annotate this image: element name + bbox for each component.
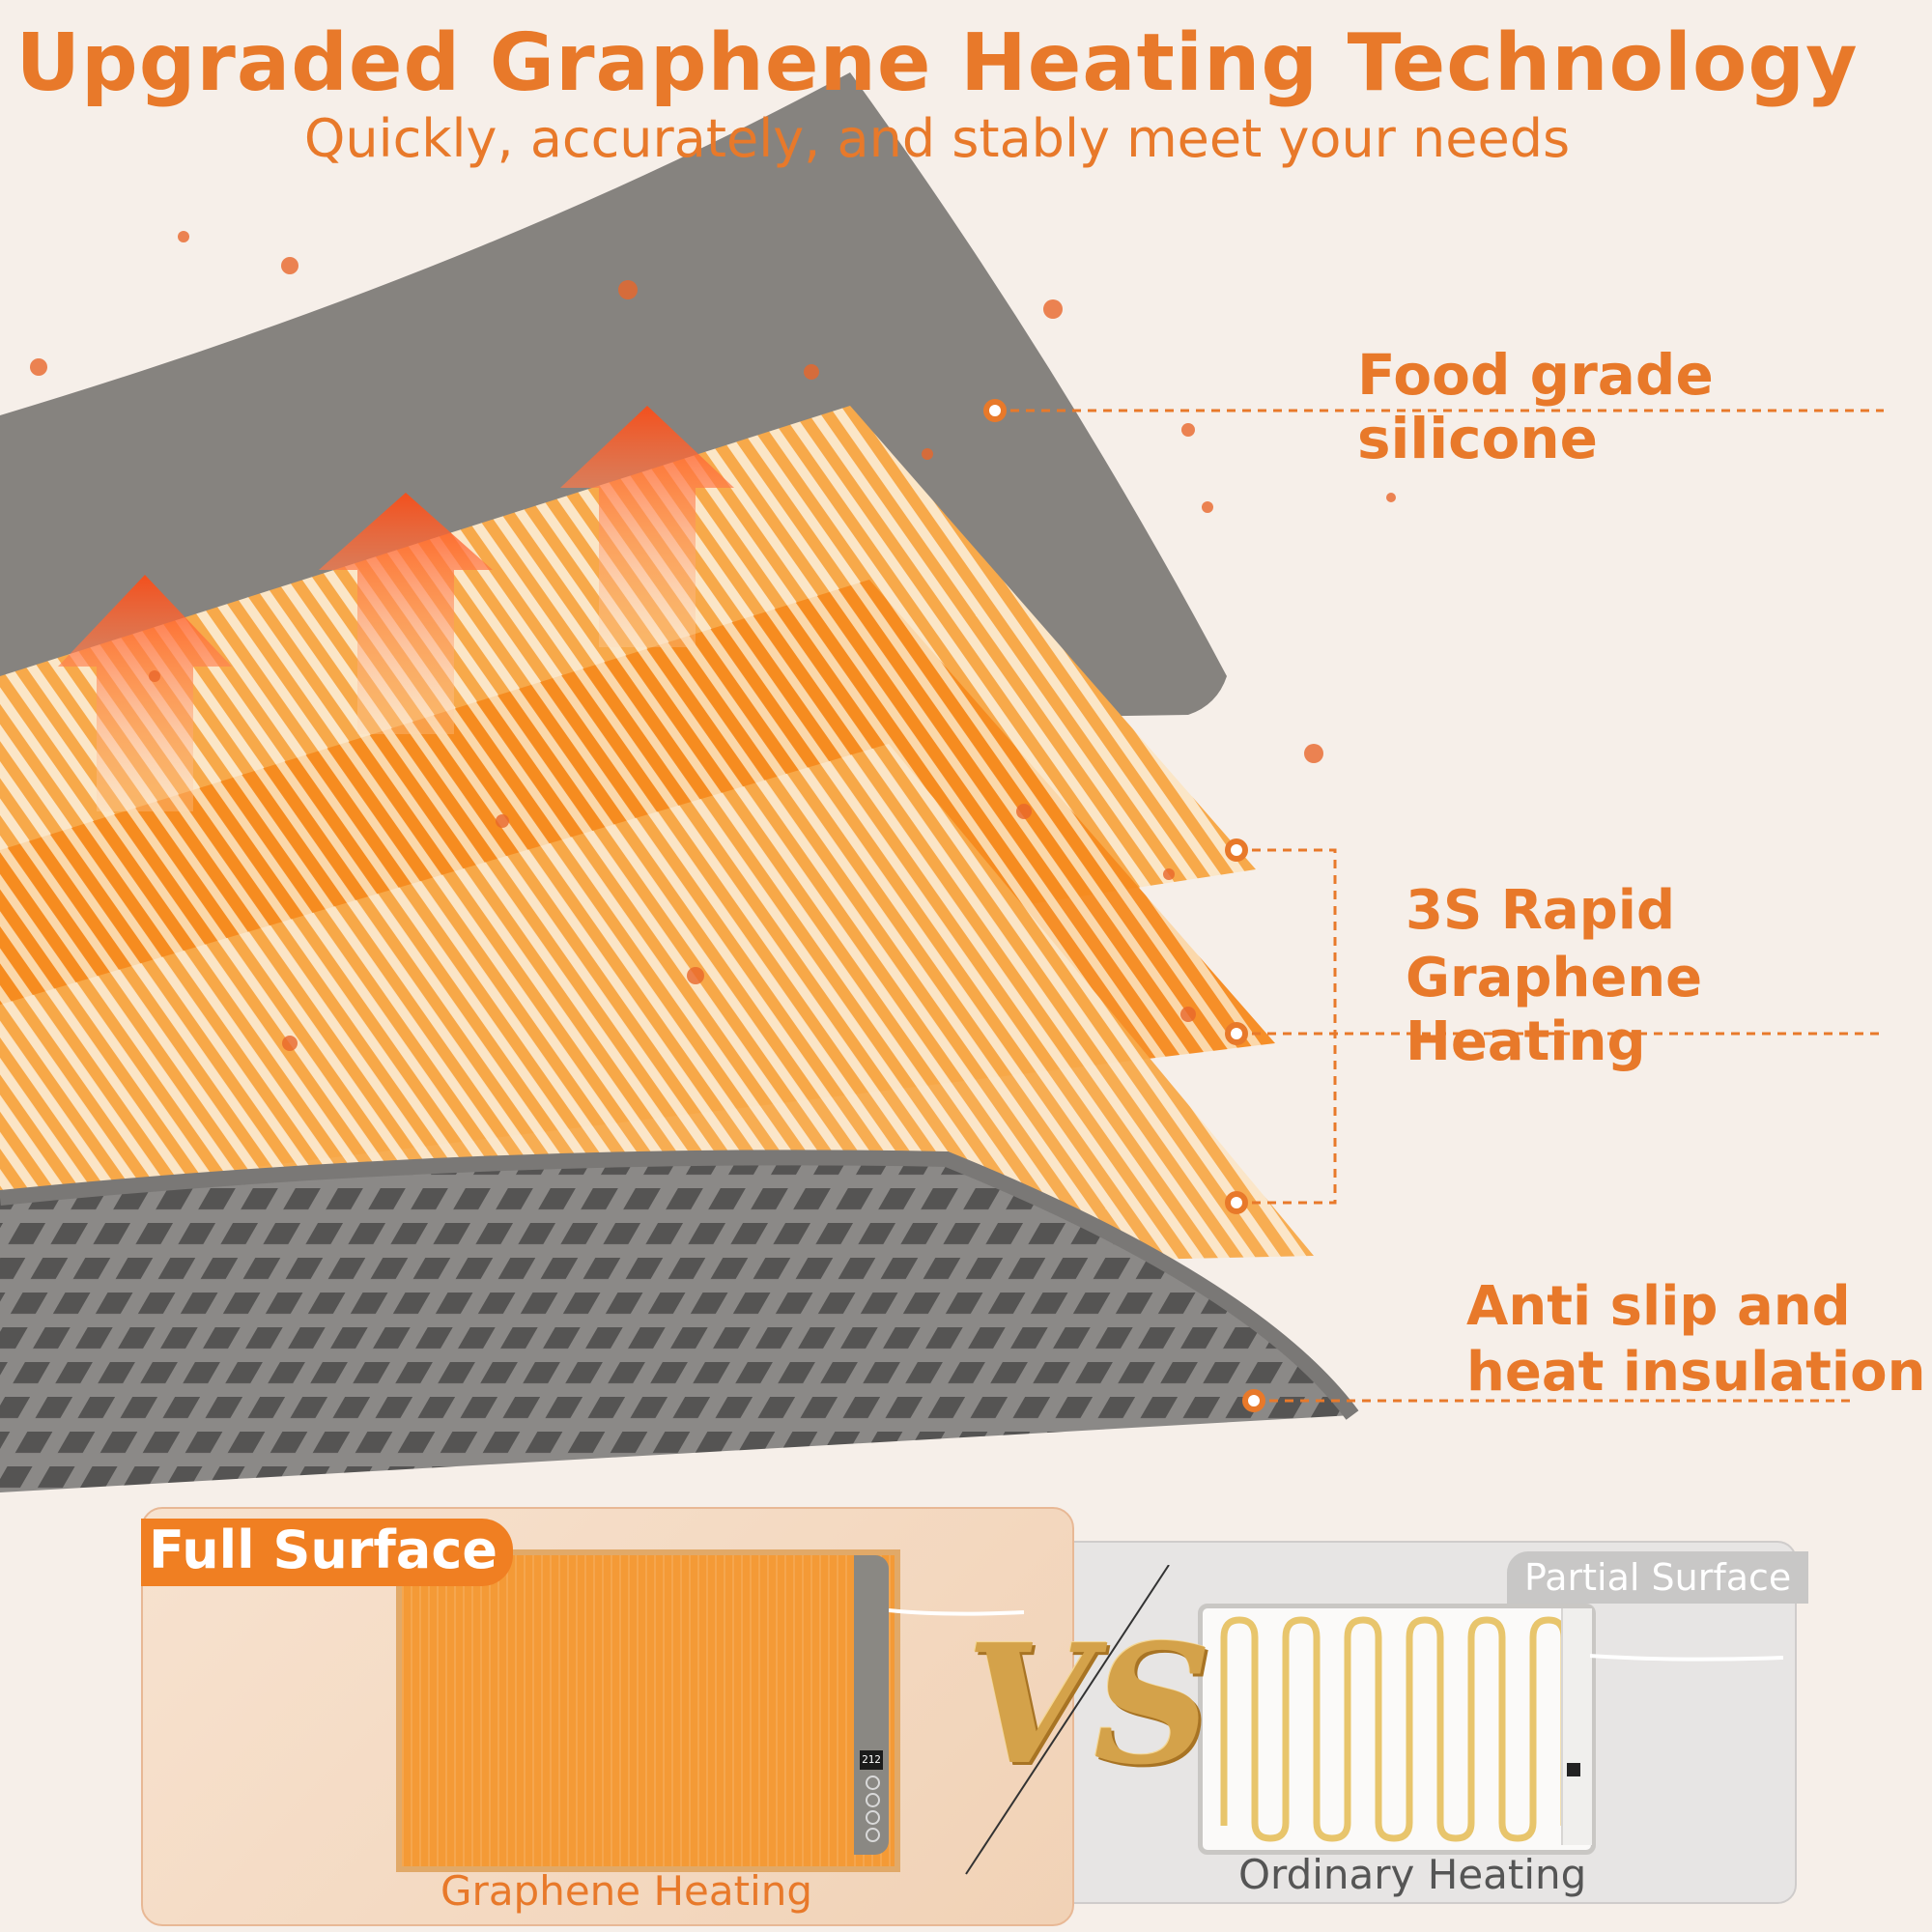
marker-insulation (1242, 1389, 1265, 1412)
page-subtitle: Quickly, accurately, and stably meet you… (303, 108, 1571, 169)
plus-button-icon (866, 1793, 880, 1807)
label-silicone: Food grade silicone (1357, 342, 1714, 471)
heat-arrow-1 (58, 575, 232, 811)
marker-graphene-top (1225, 838, 1248, 862)
vs-mark: VS (966, 1608, 1212, 1802)
vs-divider (965, 1565, 1170, 1875)
power-button-icon (866, 1776, 880, 1790)
label-graphene-line1: 3S Rapid (1406, 879, 1676, 942)
heat-particles (30, 231, 1396, 1051)
graphene-pad-cable (889, 1608, 1024, 1616)
ordinary-heating-label: Ordinary Heating (1238, 1851, 1587, 1898)
heat-arrow-2 (319, 493, 493, 734)
marker-graphene-middle (1225, 1022, 1248, 1045)
serpentine-wire (1220, 1616, 1568, 1842)
label-insulation-line1: Anti slip and (1466, 1275, 1851, 1338)
ordinary-pad-cable (1590, 1654, 1783, 1662)
label-graphene-line2: Graphene Heating (1406, 947, 1703, 1073)
insulation-layer (0, 1157, 1352, 1492)
mode-button-icon (866, 1828, 880, 1842)
layer-illustration (0, 72, 1884, 1492)
graphene-pad-image (396, 1549, 900, 1872)
graphene-heating-label: Graphene Heating (440, 1867, 813, 1915)
page-title: Upgraded Graphene Heating Technology (15, 17, 1859, 109)
full-surface-badge: Full Surface (141, 1519, 513, 1586)
heat-arrow-3 (560, 406, 734, 647)
marker-graphene-bottom (1225, 1191, 1248, 1214)
leader-lines (995, 409, 1884, 1403)
ordinary-pad-image (1198, 1604, 1596, 1855)
graphene-layer-bottom (0, 744, 1314, 1285)
temperature-display: 212 (860, 1750, 883, 1770)
partial-surface-badge: Partial Surface (1507, 1551, 1809, 1604)
label-insulation-line2: heat insulation (1466, 1341, 1926, 1404)
marker-silicone (983, 399, 1007, 422)
ordinary-switch-icon (1567, 1763, 1580, 1776)
ordinary-pad-controller (1561, 1608, 1592, 1845)
minus-button-icon (866, 1810, 880, 1825)
